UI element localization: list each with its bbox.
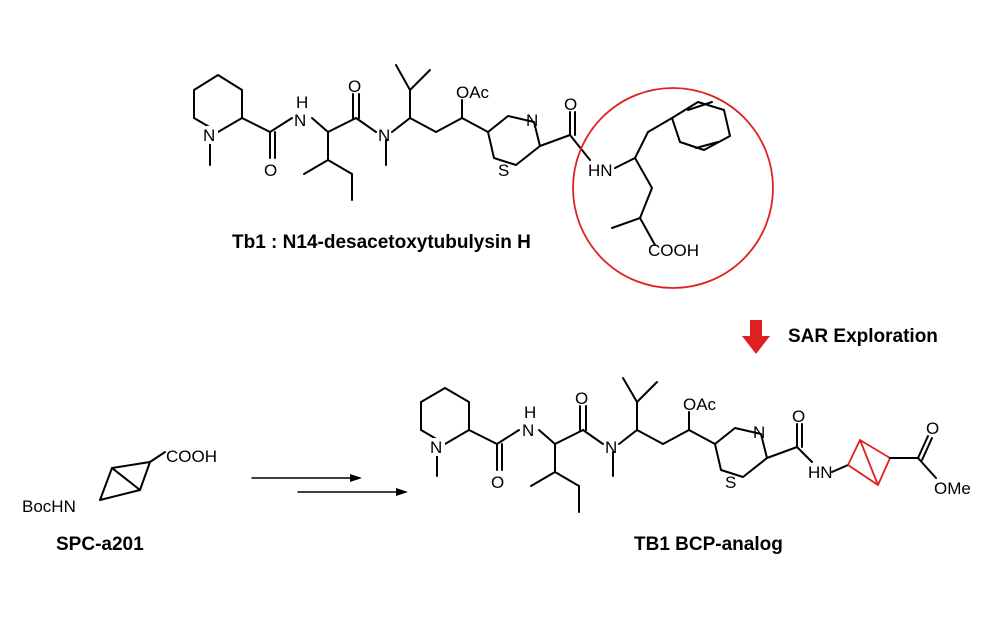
atom-o-carbonyl: O: [792, 407, 805, 426]
atom-hn: HN: [588, 161, 613, 180]
atom-o-carbonyl: O: [264, 161, 277, 180]
atom-n-amide: N: [522, 421, 534, 440]
atom-n-methyl: N: [378, 126, 390, 145]
building-block-caption: SPC-a201: [56, 534, 144, 555]
atom-o-ester: O: [926, 419, 939, 438]
atom-n-methyl: N: [605, 438, 617, 457]
atom-thiazole-s: S: [725, 473, 736, 492]
atom-oac: OAc: [683, 395, 717, 414]
atom-h: H: [524, 403, 536, 422]
atom-o-carbonyl: O: [564, 95, 577, 114]
highlight-circle: [572, 87, 774, 289]
atom-n-piperidine: N: [430, 438, 442, 457]
top-molecule: N H N O O N OAc N S O HN COOH Tb1 : N14-…: [193, 64, 774, 289]
atom-thiazole-s: S: [498, 161, 509, 180]
atom-bochn: BocHN: [22, 497, 76, 516]
atom-oac: OAc: [456, 83, 490, 102]
atom-o-carbonyl: O: [348, 77, 361, 96]
atom-h: H: [296, 93, 308, 112]
bottom-molecule-caption: TB1 BCP-analog: [634, 534, 783, 555]
atom-cooh: COOH: [166, 447, 217, 466]
bottom-molecule: N H N O O N OAc N S O HN O OMe TB1 BCP-a…: [420, 377, 971, 555]
reaction-arrows: [251, 474, 408, 496]
atom-o-carbonyl: O: [491, 473, 504, 492]
sar-arrow: [742, 320, 770, 354]
sar-exploration-label: SAR Exploration: [788, 326, 938, 347]
atom-n-amide: N: [294, 111, 306, 130]
building-block: COOH BocHN SPC-a201: [22, 447, 217, 555]
top-molecule-caption: Tb1 : N14-desacetoxytubulysin H: [232, 232, 531, 253]
atom-n-piperidine: N: [203, 126, 215, 145]
atom-hn: HN: [808, 463, 833, 482]
atom-thiazole-n: N: [526, 111, 538, 130]
atom-ome: OMe: [934, 479, 971, 498]
atom-thiazole-n: N: [753, 423, 765, 442]
atom-cooh: COOH: [648, 241, 699, 260]
atom-o-carbonyl: O: [575, 389, 588, 408]
